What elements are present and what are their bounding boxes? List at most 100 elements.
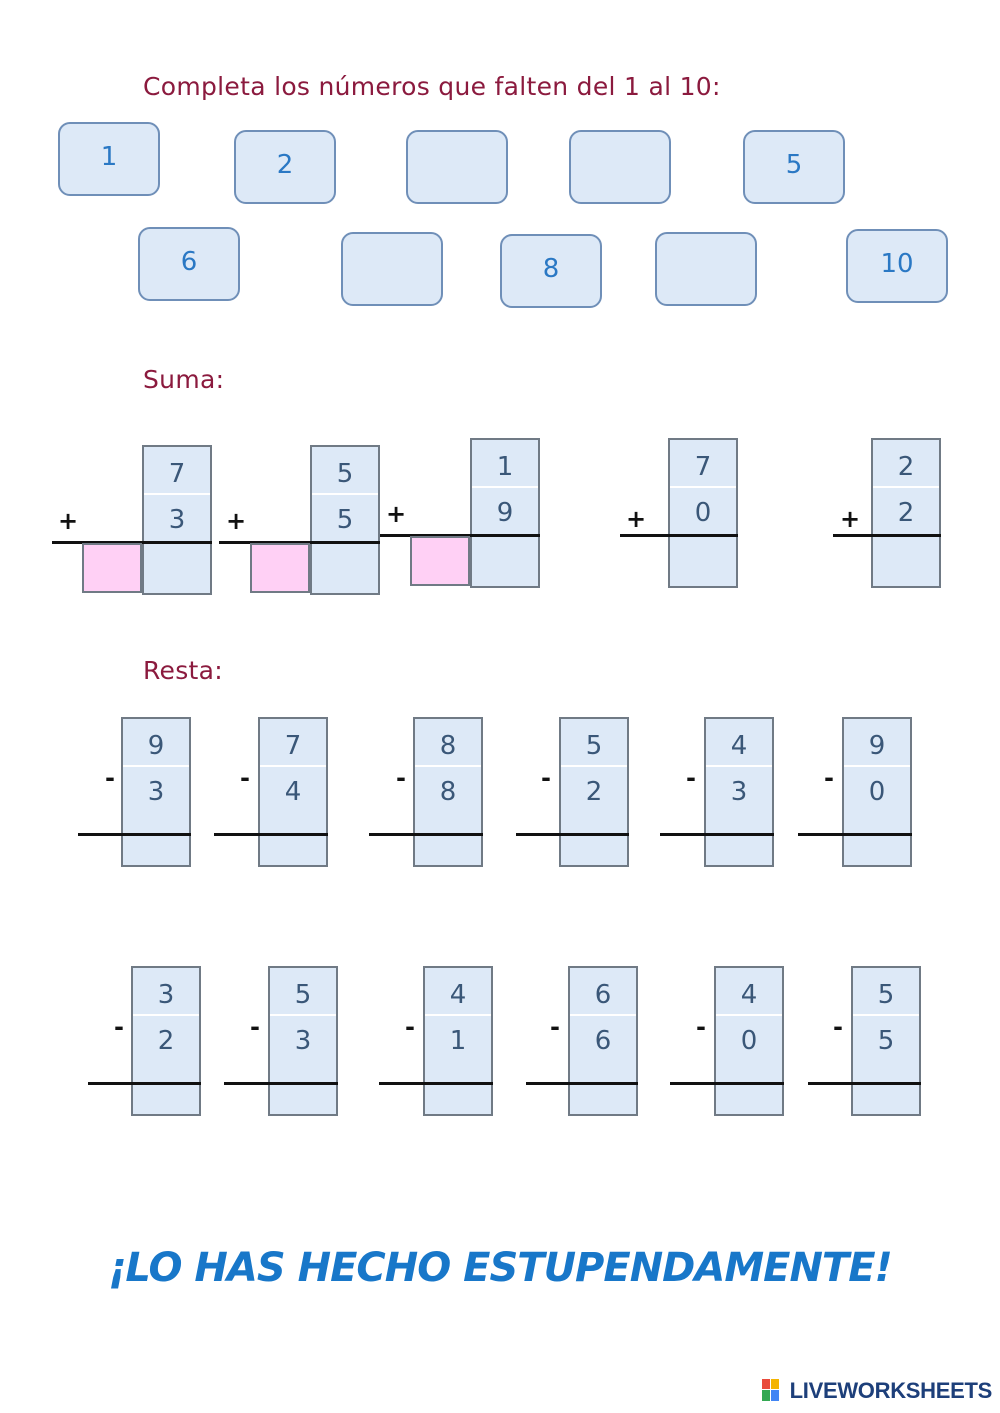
suma-4-answer-line <box>620 534 738 537</box>
resta-a6-answer-input[interactable] <box>844 817 910 865</box>
resta-b4-divider <box>570 1014 636 1016</box>
suma-3-answer-input[interactable] <box>472 538 538 586</box>
suma-5-sign: + <box>840 505 861 533</box>
resta-b1-answer-input[interactable] <box>133 1066 199 1114</box>
number-box-8: 8 <box>500 234 602 308</box>
suma-2-answer-input[interactable] <box>312 545 378 593</box>
number-input-4[interactable] <box>569 130 671 204</box>
resta-a2-answer-line <box>214 833 328 836</box>
resta-a6-bottom-digit: 0 <box>868 777 886 807</box>
resta-b6-top-digit: 5 <box>877 980 895 1010</box>
resta-b1-sign: - <box>114 1013 124 1041</box>
resta-a4-answer-input[interactable] <box>561 817 627 865</box>
number-box-5: 5 <box>743 130 845 204</box>
resta-a1-answer-line <box>78 833 191 836</box>
resta-b4-answer-input[interactable] <box>570 1066 636 1114</box>
resta-b2-divider <box>270 1014 336 1016</box>
suma-5-answer-input[interactable] <box>873 538 939 586</box>
resta-b2-top-digit: 5 <box>294 980 312 1010</box>
suma-1-answer-input[interactable] <box>144 545 210 593</box>
resta-a2-sign: - <box>240 764 250 792</box>
resta-a5-answer-line <box>660 833 774 836</box>
number-input-9[interactable] <box>655 232 757 306</box>
suma-1-top-digit: 7 <box>168 459 186 489</box>
suma-3-divider <box>472 486 538 488</box>
resta-a3-bottom-digit: 8 <box>439 777 457 807</box>
resta-b5-answer-input[interactable] <box>716 1066 782 1114</box>
suma-1-bottom-digit: 3 <box>168 505 186 535</box>
resta-b1-answer-line <box>88 1082 201 1085</box>
resta-b6-sign: - <box>833 1013 843 1041</box>
resta-a6-divider <box>844 765 910 767</box>
resta-a4-divider <box>561 765 627 767</box>
resta-a2-answer-input[interactable] <box>260 817 326 865</box>
resta-a2-divider <box>260 765 326 767</box>
resta-b5-bottom-digit: 0 <box>740 1026 758 1056</box>
resta-a5-answer-input[interactable] <box>706 817 772 865</box>
suma-2-bottom-digit: 5 <box>336 505 354 535</box>
suma-3-top-digit: 1 <box>496 452 514 482</box>
suma-heading: Suma: <box>143 365 225 394</box>
resta-b3-top-digit: 4 <box>449 980 467 1010</box>
resta-b4-bottom-digit: 6 <box>594 1026 612 1056</box>
resta-b6-answer-input[interactable] <box>853 1066 919 1114</box>
number-input-3[interactable] <box>406 130 508 204</box>
suma-3-sign: + <box>386 500 407 528</box>
resta-b3-divider <box>425 1014 491 1016</box>
suma-3-bottom-digit: 9 <box>496 498 514 528</box>
resta-a1-answer-input[interactable] <box>123 817 189 865</box>
suma-5-answer-line <box>833 534 941 537</box>
resta-a2-top-digit: 7 <box>284 731 302 761</box>
suma-4-answer-input[interactable] <box>670 538 736 586</box>
suma-4-divider <box>670 486 736 488</box>
resta-a3-answer-input[interactable] <box>415 817 481 865</box>
resta-b3-answer-input[interactable] <box>425 1066 491 1114</box>
resta-a3-divider <box>415 765 481 767</box>
resta-b5-divider <box>716 1014 782 1016</box>
suma-5-divider <box>873 486 939 488</box>
resta-b4-sign: - <box>550 1013 560 1041</box>
number-box-6: 6 <box>138 227 240 301</box>
suma-5-bottom-digit: 2 <box>897 498 915 528</box>
suma-4-top-digit: 7 <box>694 452 712 482</box>
resta-a3-sign: - <box>396 764 406 792</box>
resta-b5-answer-line <box>670 1082 784 1085</box>
liveworksheets-logo: LIVEWORKSHEETS <box>761 1378 992 1404</box>
resta-a5-sign: - <box>686 764 696 792</box>
suma-2-divider <box>312 493 378 495</box>
resta-a2-bottom-digit: 4 <box>284 777 302 807</box>
resta-heading: Resta: <box>143 656 223 685</box>
suma-2-tens-input[interactable] <box>250 543 310 593</box>
resta-a6-top-digit: 9 <box>868 731 886 761</box>
suma-1-tens-input[interactable] <box>82 543 142 593</box>
suma-1-divider <box>144 493 210 495</box>
resta-b3-bottom-digit: 1 <box>449 1026 467 1056</box>
suma-4-bottom-digit: 0 <box>694 498 712 528</box>
resta-a4-top-digit: 5 <box>585 731 603 761</box>
resta-b6-bottom-digit: 5 <box>877 1026 895 1056</box>
liveworksheets-logo-icon <box>761 1379 779 1401</box>
number-input-7[interactable] <box>341 232 443 306</box>
resta-a3-top-digit: 8 <box>439 731 457 761</box>
resta-a5-top-digit: 4 <box>730 731 748 761</box>
resta-a5-divider <box>706 765 772 767</box>
resta-b2-answer-input[interactable] <box>270 1066 336 1114</box>
suma-3-tens-input[interactable] <box>410 536 470 586</box>
resta-a6-sign: - <box>824 764 834 792</box>
number-box-1: 1 <box>58 122 160 196</box>
resta-b5-sign: - <box>696 1013 706 1041</box>
resta-b1-divider <box>133 1014 199 1016</box>
resta-b6-divider <box>853 1014 919 1016</box>
